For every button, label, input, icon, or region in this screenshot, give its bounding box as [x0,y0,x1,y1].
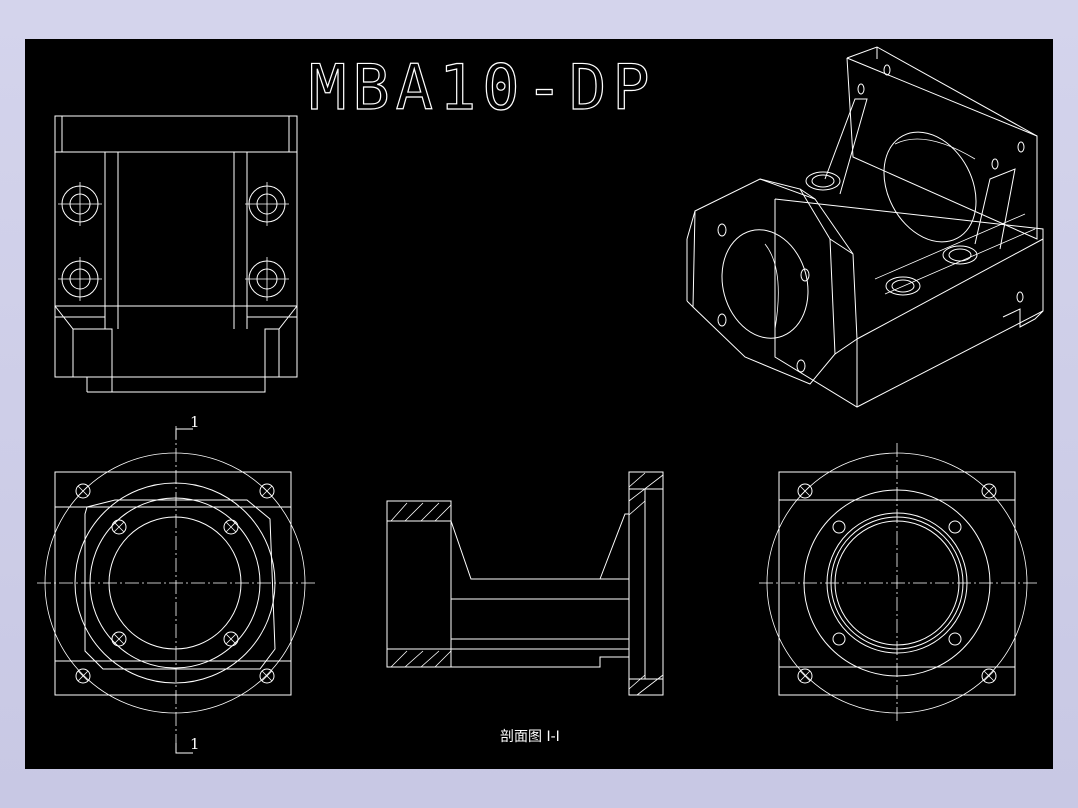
bolt-holes [58,182,289,301]
cad-drawing: MBA10-DP [37,46,1044,756]
drawing-title: MBA10-DP [309,51,656,124]
hatching [390,472,664,696]
end-view-right [759,443,1037,723]
end-view-left: 1 1 [37,413,315,756]
mount-holes [797,483,997,684]
drawing-canvas[interactable]: MBA10-DP [25,39,1053,769]
top-view [54,115,298,393]
section-caption: 剖面图 I-I [500,729,560,745]
section-line: 1 1 [175,413,200,756]
isometric-view [686,46,1044,408]
section-mark-bottom: 1 [190,735,200,753]
section-view: 剖面图 I-I [386,471,664,745]
section-mark-top: 1 [190,413,200,431]
corner-holes [75,483,275,684]
